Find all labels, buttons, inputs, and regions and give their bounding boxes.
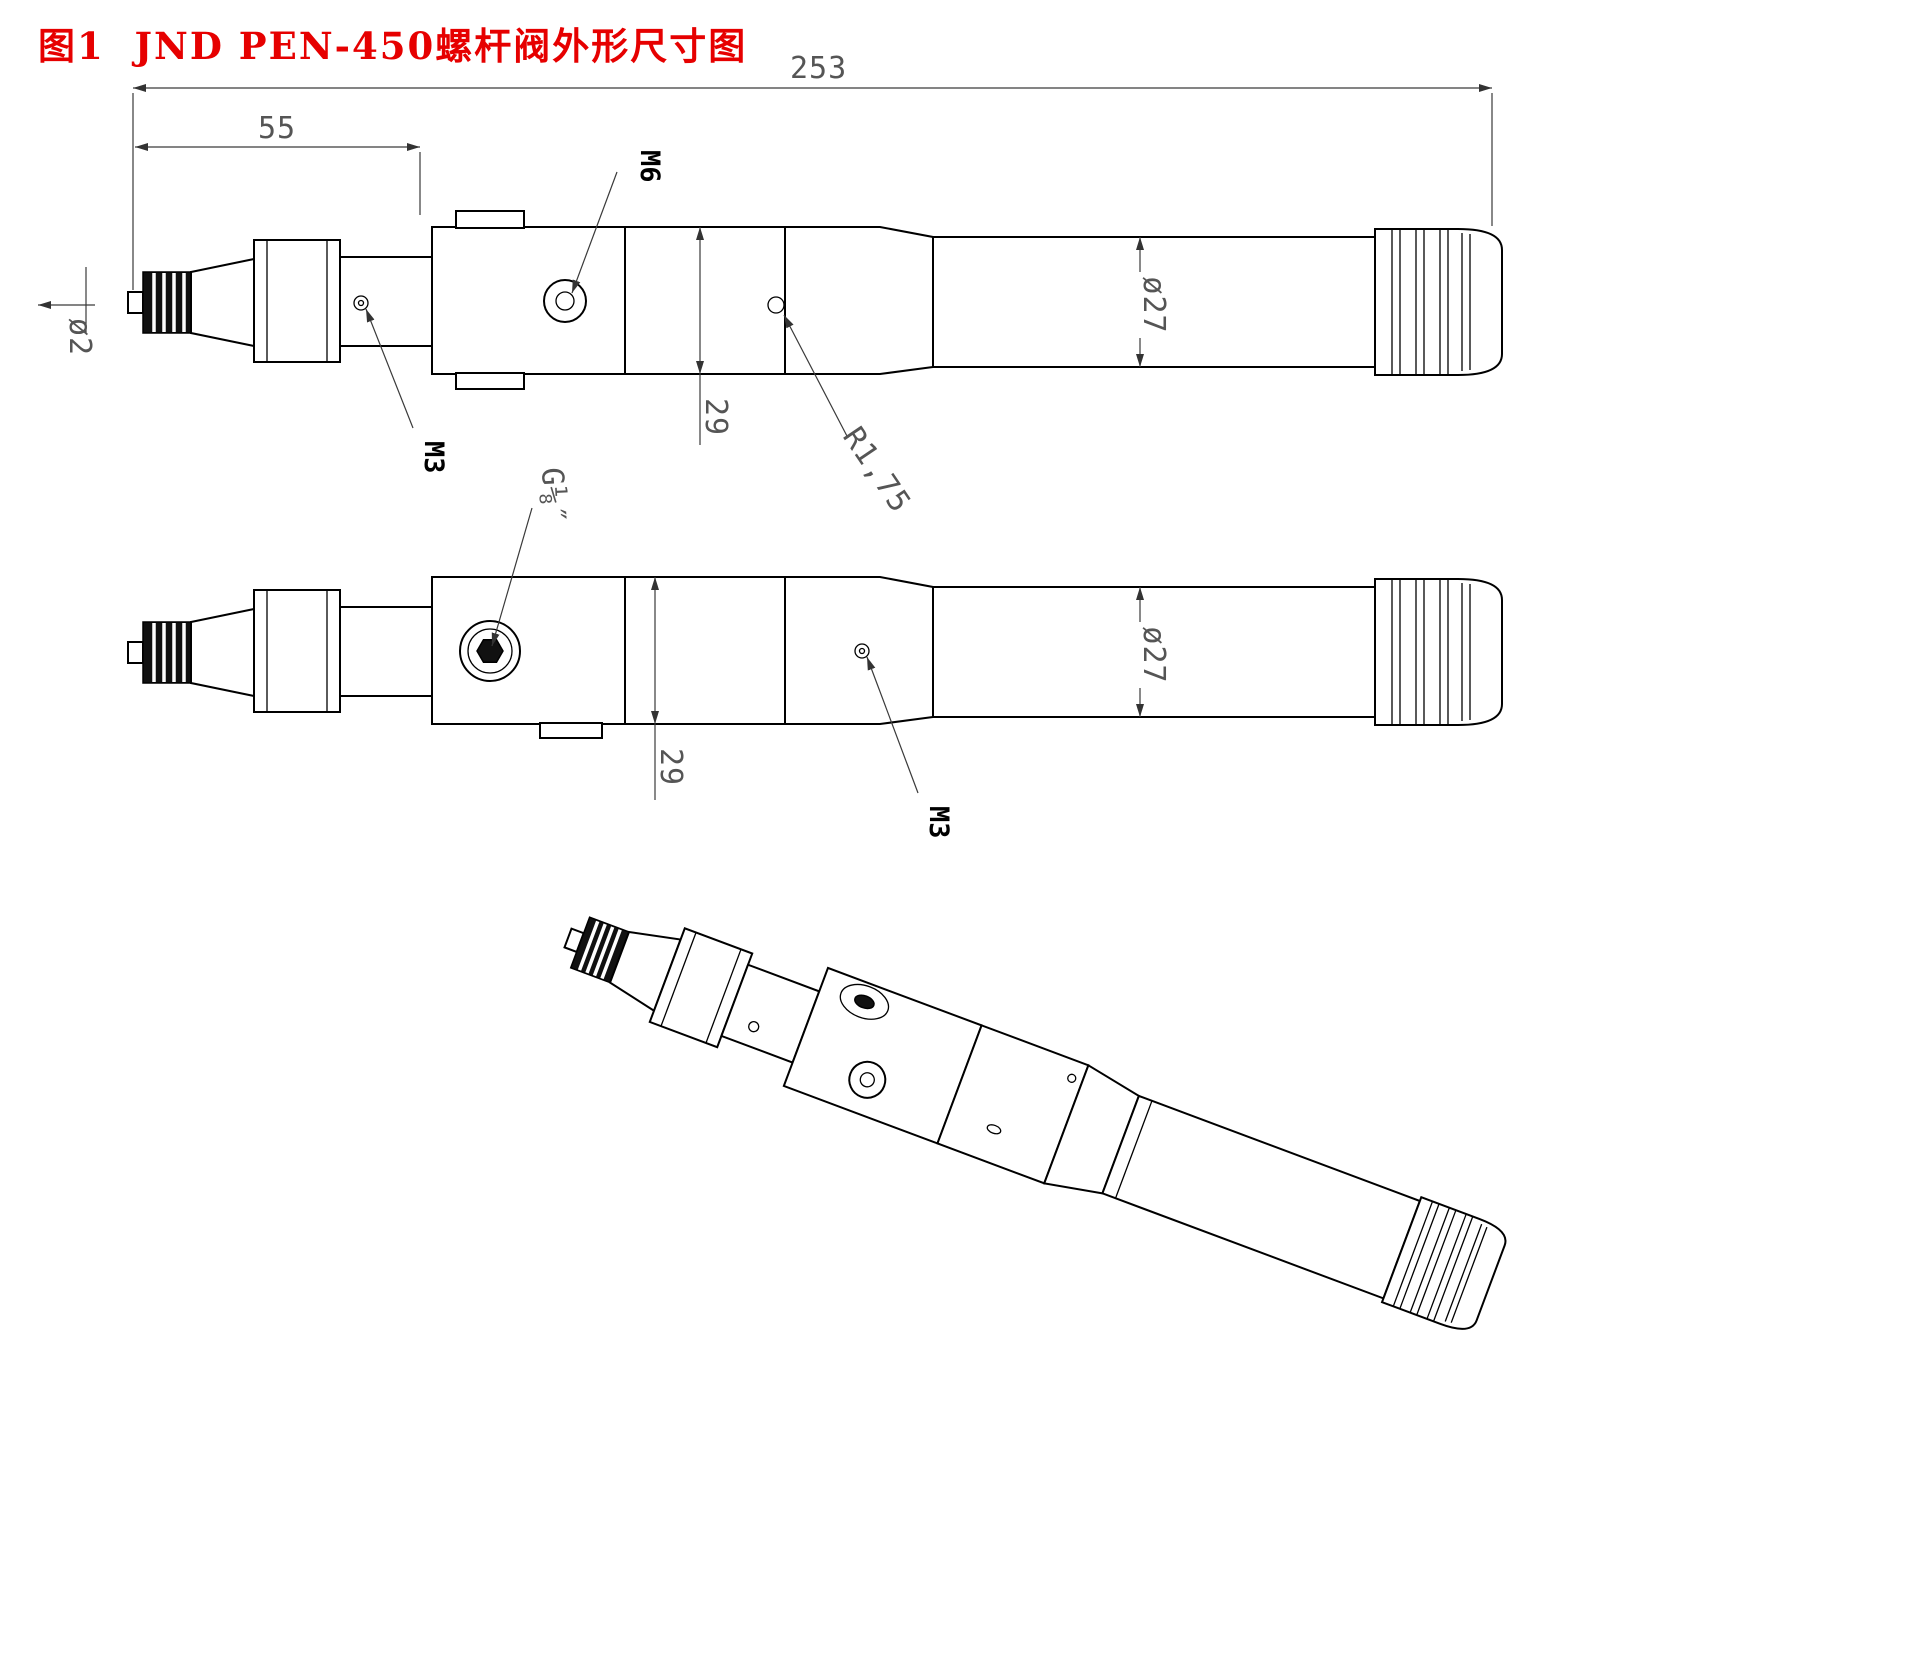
small-hole (1067, 1073, 1077, 1083)
knurled-nut (142, 271, 192, 334)
dim-text-g18: G⅛″ (534, 467, 572, 526)
bottom-tab (539, 722, 603, 739)
dim-overall-length: 253 (132, 51, 1493, 290)
barrel (932, 586, 1376, 718)
dim-text-253: 253 (790, 51, 847, 86)
dim-front-length: 55 (135, 111, 421, 215)
ribbed-end-cap (1374, 578, 1503, 726)
bottom-tab (455, 372, 525, 390)
valve-block (431, 226, 626, 375)
dim-text-55: 55 (258, 111, 296, 146)
valve-block (431, 576, 626, 725)
small-hole (748, 1021, 760, 1033)
label-m3-bottom: M3 (866, 656, 954, 839)
label-text-m6: M6 (634, 150, 665, 183)
dim-text-phi27-bottom: ø27 (1136, 626, 1171, 683)
dim-barrel-dia-bottom: ø27 (1136, 587, 1171, 717)
side-view-top: 253 55 ø2 M6 M3 (38, 51, 1503, 520)
m6-hole-3d (848, 1060, 887, 1099)
label-g18: G⅛″ (491, 467, 572, 647)
m3-hole (353, 295, 369, 311)
dim-text-phi2: ø2 (62, 318, 97, 356)
dim-needle-dia: ø2 (38, 267, 97, 356)
isometric-view (563, 916, 1507, 1330)
fillet-hole (767, 296, 785, 314)
ribbed-end-cap (1380, 1195, 1507, 1330)
knurled-nut (142, 621, 192, 684)
needle-tip (127, 291, 144, 314)
front-collar (253, 589, 341, 713)
small-oval (986, 1124, 1002, 1135)
dim-body-height-bottom: 29 (651, 577, 688, 800)
label-m3-top: M3 (365, 308, 449, 474)
needle-tip (127, 641, 144, 664)
side-view-rotated: G⅛″ 29 M3 ø27 (127, 467, 1503, 839)
neck-tube (339, 256, 433, 347)
label-text-m3-bottom: M3 (923, 806, 954, 839)
barrel (932, 236, 1376, 368)
figure-title: 图1 JND PEN-450螺杆阀外形尺寸图 (38, 24, 748, 68)
dim-text-r175: R1,75 (835, 421, 917, 520)
taper-section (784, 226, 934, 375)
g18-port-3d (839, 983, 890, 1020)
m3-hole (854, 643, 870, 659)
label-m6: M6 (571, 150, 665, 294)
mid-section (624, 576, 786, 725)
dim-text-29-top: 29 (698, 398, 733, 436)
barrel (1101, 1094, 1422, 1300)
dim-text-29-bottom: 29 (653, 748, 688, 786)
label-text-m3-top: M3 (418, 441, 449, 474)
dim-barrel-dia-top: ø27 (1136, 237, 1171, 367)
dim-text-phi27-top: ø27 (1136, 276, 1171, 333)
neck-tube (339, 606, 433, 697)
barrel-joint-ring (1114, 1100, 1153, 1199)
dim-body-height-top: 29 (696, 227, 733, 445)
m6-hole (543, 279, 587, 323)
front-collar (253, 239, 341, 363)
mid-section (624, 226, 786, 375)
nozzle-cone (190, 607, 255, 698)
nozzle-cone (190, 257, 255, 348)
ribbed-end-cap (1374, 228, 1503, 376)
top-tab (455, 210, 525, 229)
